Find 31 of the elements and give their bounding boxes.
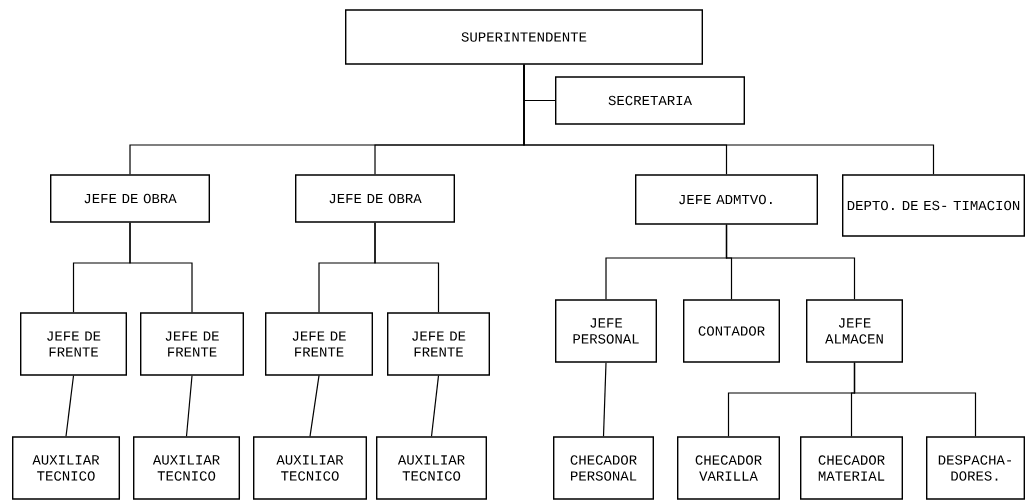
org-box: CHECADOR VARILLA (677, 436, 780, 500)
org-box: AUXILIAR TECNICO (376, 436, 487, 500)
org-box: AUXILIAR TECNICO (133, 436, 240, 500)
org-box: JEFE DE FRENTE (265, 312, 373, 376)
connector-line (65, 375, 75, 437)
org-box: SECRETARIA (555, 76, 745, 125)
org-box: AUXILIAR TECNICO (12, 436, 120, 500)
org-box: DEPTO. DE ES- TIMACION (842, 174, 1025, 237)
org-box: JEFE DE OBRA (50, 174, 210, 223)
connector-line (430, 375, 440, 437)
connector-line (853, 362, 977, 437)
org-box: CONTADOR (683, 299, 780, 363)
connector-line (602, 362, 607, 437)
connector-line (129, 222, 193, 313)
connector-line (309, 375, 320, 437)
org-box: JEFE DE OBRA (295, 174, 455, 223)
org-box: JEFE ALMACEN (806, 299, 903, 363)
org-box: JEFE PERSONAL (555, 299, 657, 363)
org-box: CHECADOR PERSONAL (553, 436, 654, 500)
org-box: JEFE ADMTVO. (635, 174, 818, 225)
connector-line (523, 64, 935, 175)
org-box: AUXILIAR TECNICO (253, 436, 367, 500)
org-box: JEFE DE FRENTE (387, 312, 490, 376)
org-box: DESPACHA- DORES. (926, 436, 1025, 500)
org-box: JEFE DE FRENTE (20, 312, 127, 376)
connector-line (185, 375, 193, 437)
org-box: SUPERINTENDENTE (345, 9, 703, 65)
connector-line (725, 224, 856, 300)
org-box: CHECADOR MATERIAL (800, 436, 903, 500)
connector-line (374, 222, 440, 313)
org-box: JEFE DE FRENTE (140, 312, 244, 376)
